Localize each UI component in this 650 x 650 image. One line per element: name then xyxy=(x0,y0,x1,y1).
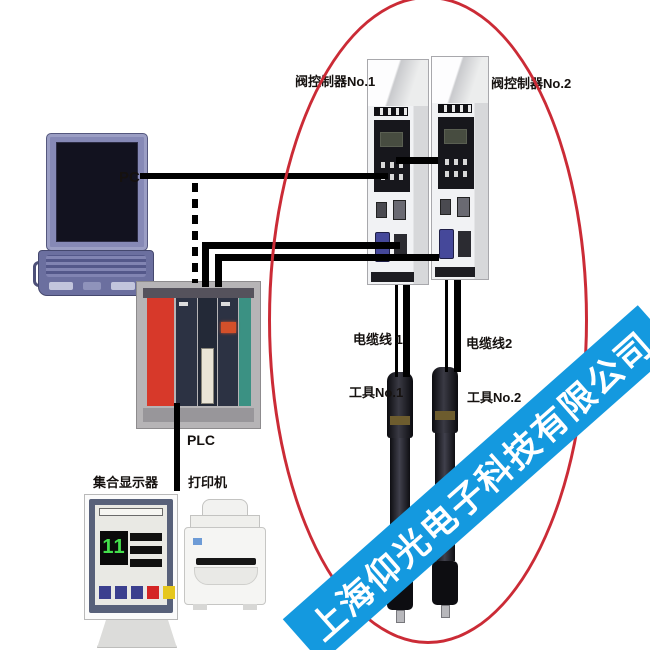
cable-2-thin-line xyxy=(445,280,448,372)
controller-2-front-panel xyxy=(438,117,474,189)
hmi-status-bar xyxy=(130,533,162,541)
tool-1-tip xyxy=(396,610,405,623)
cable-1-label: 电缆线 1 xyxy=(353,332,403,347)
hmi-status-bar xyxy=(130,546,162,554)
plc-to-controller2-line-vertical xyxy=(215,259,222,287)
laptop-screen xyxy=(56,142,138,242)
tool-2-label: 工具No.2 xyxy=(467,390,522,405)
hmi-stand xyxy=(97,618,177,648)
plc-to-peripherals-line xyxy=(174,403,180,491)
hmi-key-yellow xyxy=(163,586,175,599)
controller-1-top-cap xyxy=(368,60,428,106)
printer-led-panel xyxy=(193,538,202,545)
plc-teal-module xyxy=(239,298,251,406)
cable-1-thick-line xyxy=(403,285,410,377)
cable-2-label: 电缆线2 xyxy=(466,336,513,351)
hmi-digit-readout: 11 xyxy=(100,531,128,565)
tool-2-grip xyxy=(432,561,458,605)
tool-1-label: 工具No.1 xyxy=(349,385,404,400)
hmi-key-blue xyxy=(131,586,143,599)
tool-2-head xyxy=(432,367,458,433)
printer-label: 打印机 xyxy=(188,475,228,490)
controller1-to-controller2-line xyxy=(396,157,438,164)
plc-io-module-2 xyxy=(218,298,238,406)
laptop-keys xyxy=(46,255,146,277)
plc-to-controller2-line-horizontal xyxy=(215,254,439,261)
controller-2-display xyxy=(444,129,467,144)
tool-1-band xyxy=(390,416,410,425)
tool-2-tip xyxy=(441,605,450,618)
plc-label: PLC xyxy=(187,432,215,448)
hmi-key-red xyxy=(147,586,159,599)
laptop-image xyxy=(33,133,156,297)
pc-label: PC xyxy=(119,169,140,186)
watermark-text: 上海仰光电子科技有限公司 xyxy=(302,324,650,648)
controller-1-buttons xyxy=(381,174,403,180)
tool-2-band xyxy=(435,411,455,420)
hmi-key-blue xyxy=(99,586,111,599)
plc-power-module-red xyxy=(147,298,174,406)
controller-1-front-panel xyxy=(374,120,410,192)
hmi-display-image: 11 xyxy=(84,494,178,620)
plc-image xyxy=(136,281,261,429)
plc-bottom-rail xyxy=(143,408,254,422)
controller-2-terminal-pins xyxy=(438,104,472,113)
controller-1-label: 阀控制器No.1 xyxy=(295,74,376,89)
hmi-title-bar xyxy=(99,508,163,516)
controller-1-display xyxy=(380,132,403,147)
controller-1-base xyxy=(371,272,415,282)
tool-1-head xyxy=(387,372,413,438)
controller-2-buttons xyxy=(445,171,467,177)
controller-1-buttons xyxy=(381,162,403,168)
printer-image xyxy=(182,499,268,613)
laptop-screen-bezel xyxy=(46,133,148,251)
plc-module-tag xyxy=(221,302,230,306)
controller-2-dark-connector xyxy=(458,231,471,257)
printer-foot xyxy=(193,604,207,610)
controller-2-buttons xyxy=(445,159,467,165)
pc-to-plc-dashed-line xyxy=(192,183,198,283)
controller-1-terminal-pins xyxy=(374,107,408,116)
controller-2-blue-connector xyxy=(439,229,454,259)
cable-2-thick-line xyxy=(454,280,461,372)
hmi-key-blue xyxy=(115,586,127,599)
printer-body xyxy=(184,527,266,610)
laptop-button-right xyxy=(111,282,135,290)
hmi-screen: 11 xyxy=(95,505,175,605)
plc-led-display xyxy=(221,322,236,333)
display-label: 集合显示器 xyxy=(93,475,159,490)
controller-1-connector-small xyxy=(376,202,387,218)
hmi-status-bar xyxy=(130,559,162,567)
controller-2-top-cap xyxy=(432,57,488,103)
plc-cpu-module xyxy=(176,298,197,406)
laptop-keyboard-base xyxy=(38,250,154,296)
laptop-button-left xyxy=(49,282,73,290)
laptop-trackpad xyxy=(83,282,101,290)
plc-module-tag xyxy=(179,302,188,306)
plc-to-controller1-line-horizontal xyxy=(202,242,400,249)
plc-memory-card xyxy=(201,348,214,404)
controller-2-base xyxy=(435,267,476,277)
controller-1-connector-mid xyxy=(393,200,406,220)
watermark-banner: 上海仰光电子科技有限公司 xyxy=(282,305,650,650)
printer-output-slot xyxy=(196,558,256,565)
controller-2-connector-mid xyxy=(457,197,470,217)
controller-2-connector-small xyxy=(440,199,451,215)
plc-to-controller1-line-vertical xyxy=(202,247,209,287)
cable-1-thin-line xyxy=(395,285,398,377)
printer-output-tray xyxy=(194,567,258,585)
controller-2-label: 阀控制器No.2 xyxy=(491,76,572,91)
controller-1-image xyxy=(367,59,429,285)
hmi-bezel: 11 xyxy=(89,499,175,613)
printer-foot xyxy=(243,604,257,610)
pc-to-controller1-line xyxy=(140,173,388,179)
controller-1-dark-connector xyxy=(394,234,407,260)
plc-top-rail xyxy=(143,288,254,298)
controller-2-image xyxy=(431,56,489,280)
